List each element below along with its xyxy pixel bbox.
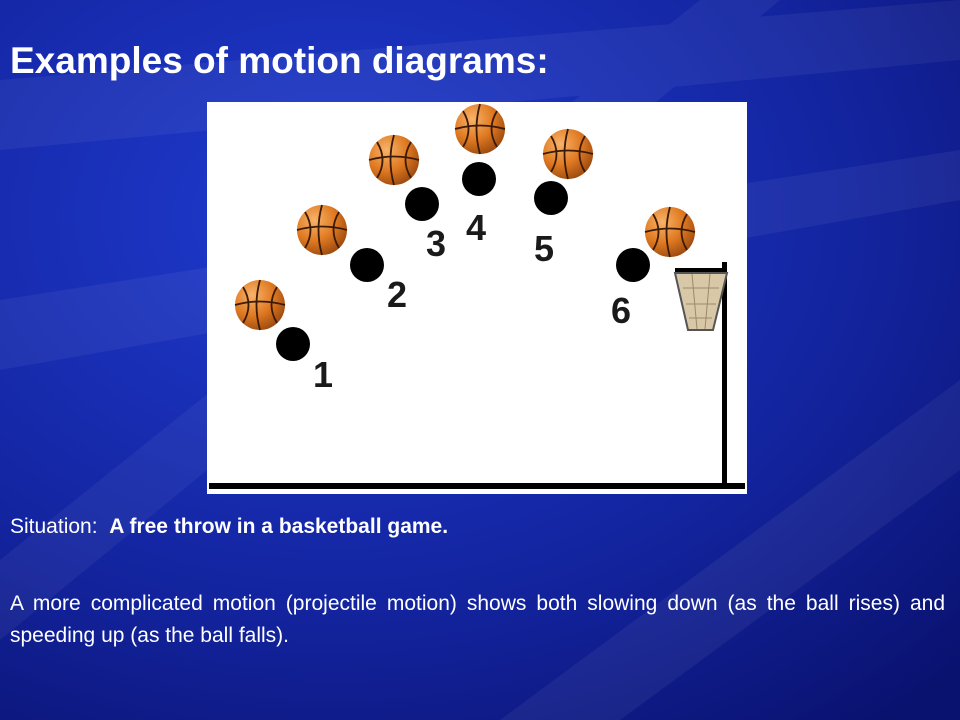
- ball-position-6: 6: [611, 206, 696, 331]
- position-dot: [350, 248, 384, 282]
- position-dot: [405, 187, 439, 221]
- basketball-hoop-icon: [673, 262, 729, 487]
- position-label: 2: [387, 274, 407, 315]
- description-text: A more complicated motion (projectile mo…: [10, 592, 945, 647]
- motion-diagram-figure: 1 2 3 4 5 6: [207, 102, 747, 494]
- basketball-icon: [234, 279, 286, 331]
- situation-label: Situation:: [10, 515, 98, 538]
- hoop-net: [673, 272, 729, 331]
- position-dot: [616, 248, 650, 282]
- position-dot: [276, 327, 310, 361]
- ball-position-2: 2: [296, 204, 407, 315]
- basketball-icon: [296, 204, 348, 256]
- position-dot: [534, 181, 568, 215]
- ball-position-4: 4: [454, 103, 506, 248]
- basketball-icon: [542, 128, 594, 180]
- basketball-icon: [454, 103, 506, 155]
- position-label: 1: [313, 354, 333, 395]
- position-label: 5: [534, 228, 554, 269]
- position-label: 6: [611, 290, 631, 331]
- ball-position-5: 5: [534, 128, 594, 269]
- court-floor: [209, 483, 745, 489]
- basketball-icon: [644, 206, 696, 258]
- slide-title: Examples of motion diagrams:: [10, 40, 549, 81]
- hoop-rim: [675, 268, 727, 273]
- position-dot: [462, 162, 496, 196]
- basketball-icon: [368, 134, 420, 186]
- hoop-pole: [722, 262, 727, 487]
- diagram-panel: [207, 102, 747, 494]
- situation-line: Situation: A free throw in a basketball …: [10, 515, 448, 539]
- position-label: 3: [426, 223, 446, 264]
- ball-position-3: 3: [368, 134, 446, 264]
- situation-text: A free throw in a basketball game.: [109, 515, 449, 538]
- ball-position-1: 1: [234, 279, 333, 395]
- position-label: 4: [466, 207, 486, 248]
